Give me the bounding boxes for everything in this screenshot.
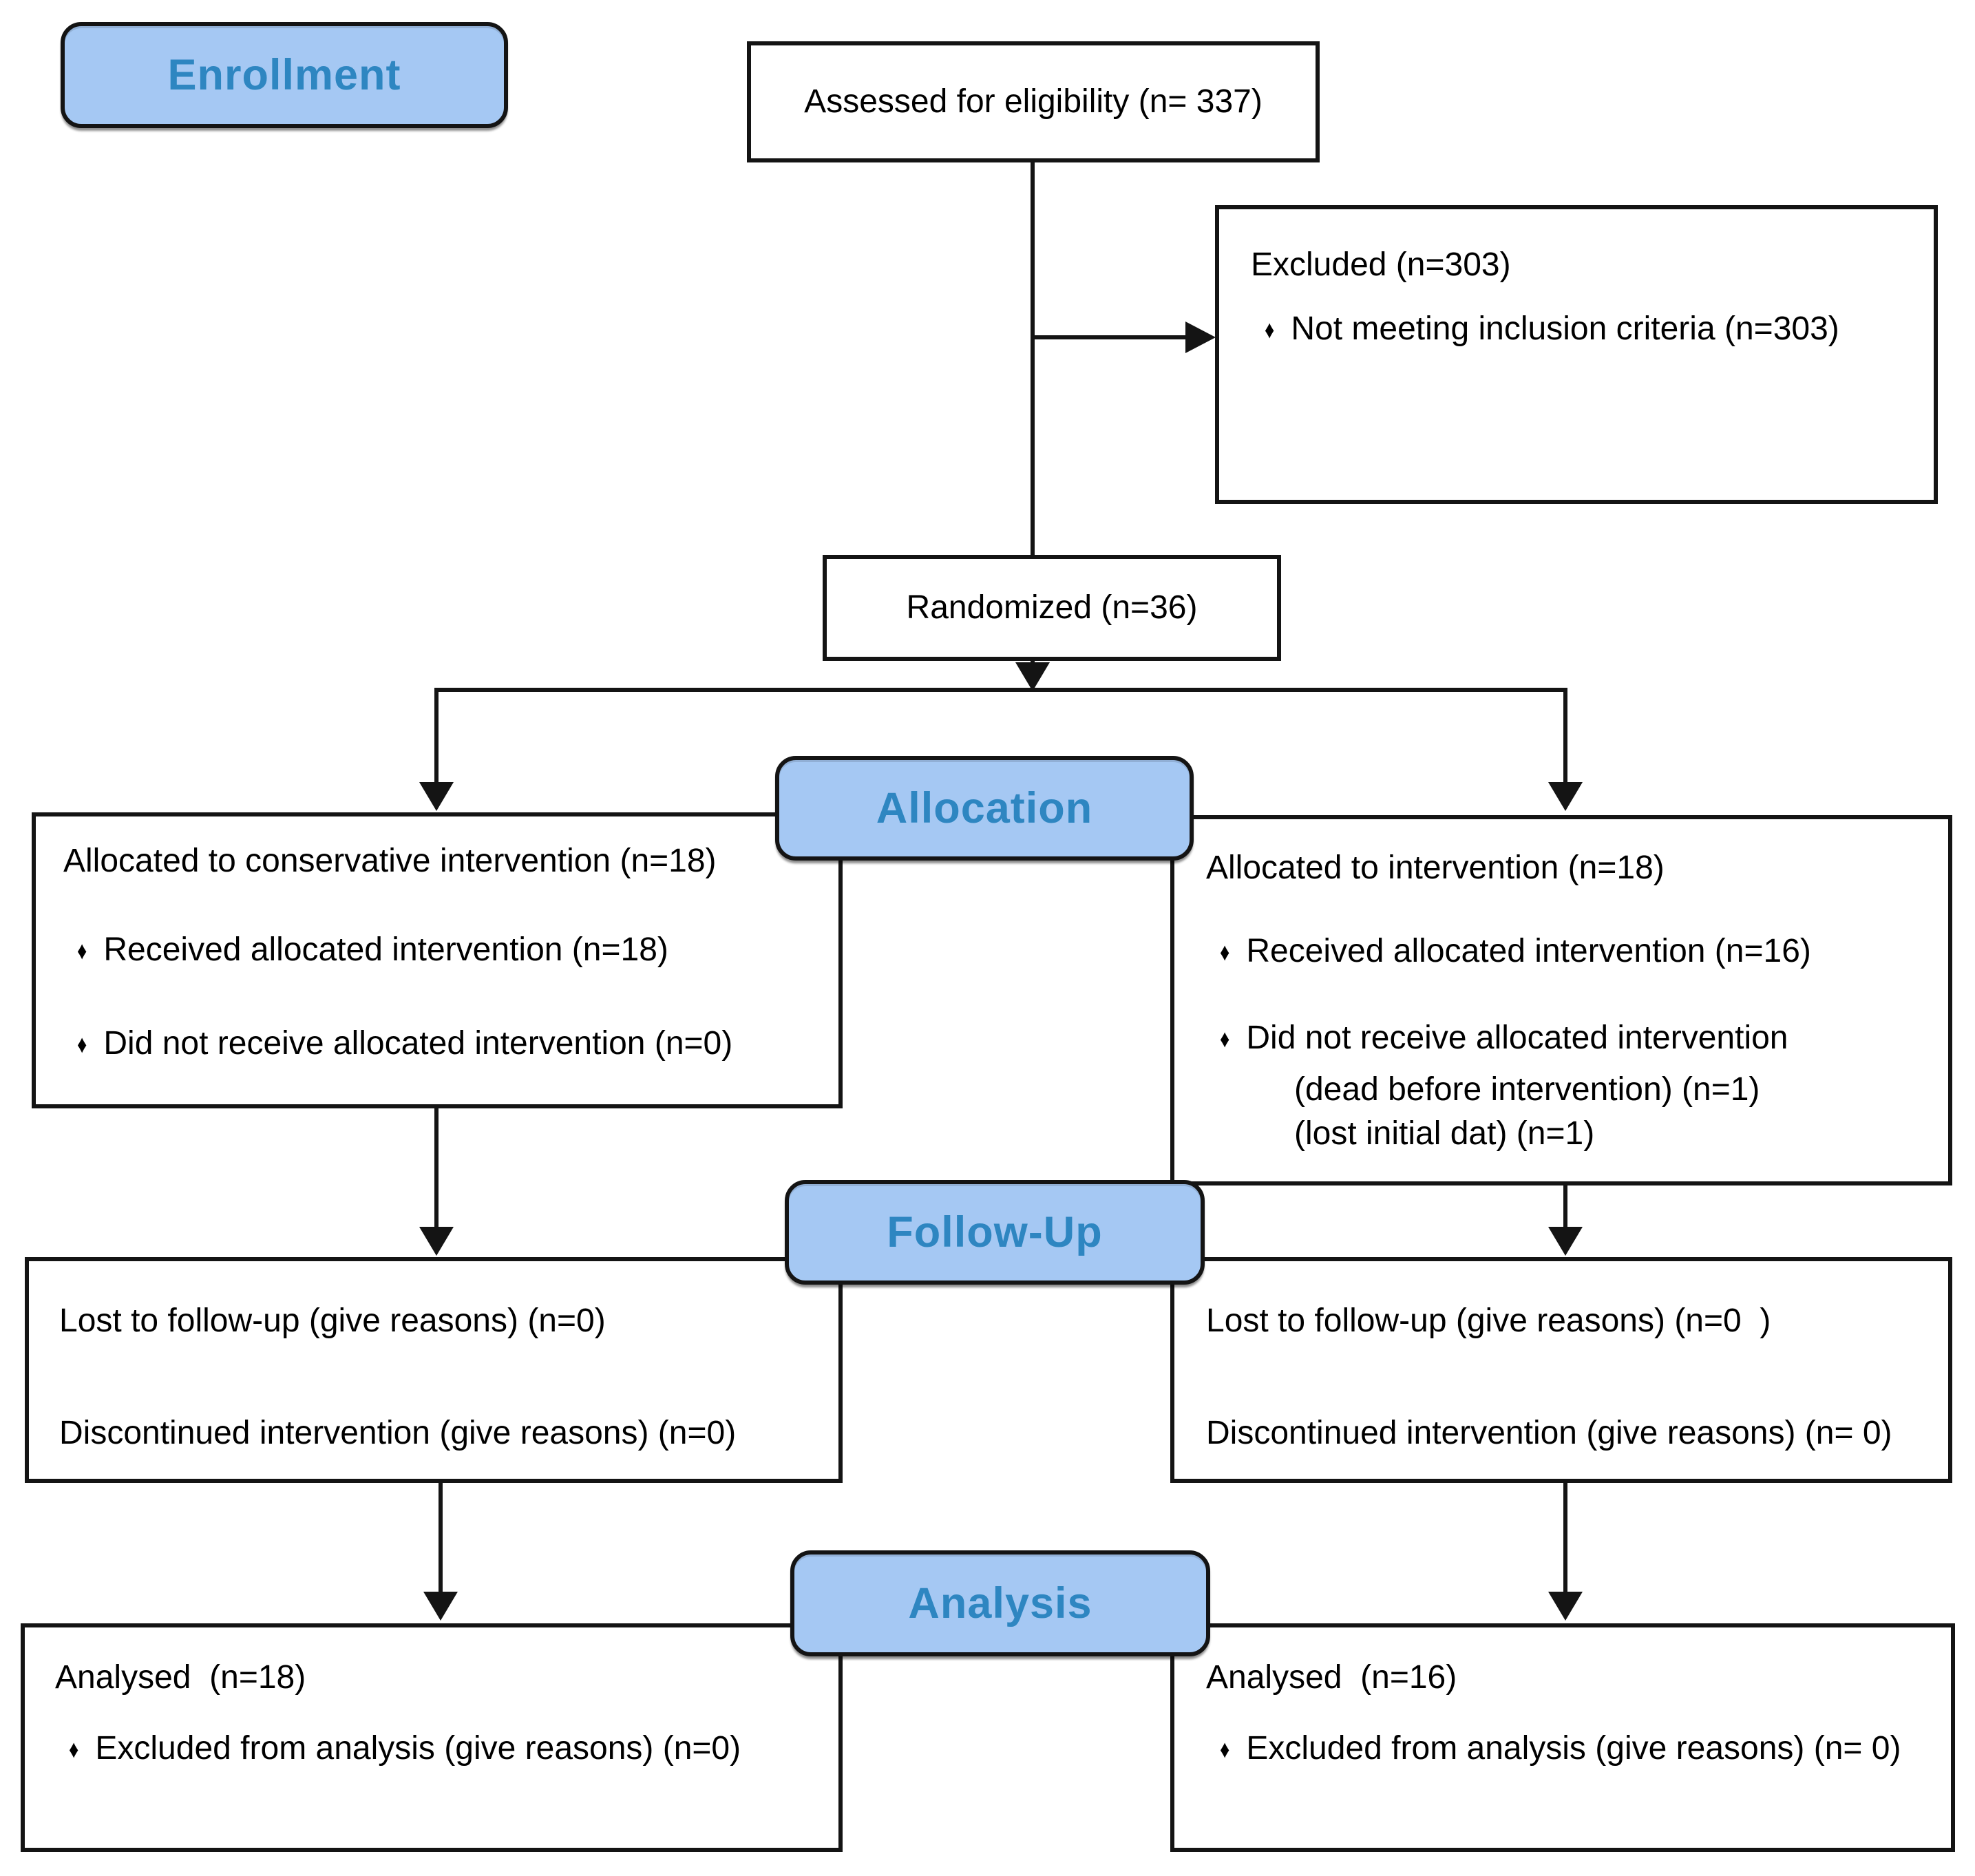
arrowhead-analysis-right-icon <box>1548 1592 1583 1621</box>
allocation-right-bullet-2: ♦ Did not receive allocated intervention <box>1206 1018 1932 1059</box>
allocation-left-bullet-2: ♦ Did not receive allocated intervention… <box>63 1024 822 1064</box>
bullet-diamond-icon: ♦ <box>1220 1024 1230 1053</box>
arrowhead-followup-right-icon <box>1548 1227 1583 1256</box>
bullet-diamond-icon: ♦ <box>1220 1734 1230 1763</box>
connector-branch-to-alloc-left <box>434 688 439 784</box>
allocation-right-bullet-2-text: Did not receive allocated intervention <box>1246 1020 1788 1057</box>
followup-right-line-1: Lost to follow-up (give reasons) (n=0 ) <box>1206 1303 1771 1339</box>
connector-assessed-to-randomized <box>1031 162 1035 556</box>
bullet-diamond-icon: ♦ <box>77 1030 87 1059</box>
followup-right-line-2: Discontinued intervention (give reasons)… <box>1206 1414 1892 1451</box>
analysis-right-box: Analysed (n=16) ♦ Excluded from analysis… <box>1170 1623 1955 1852</box>
bullet-diamond-icon: ♦ <box>1220 937 1230 966</box>
allocation-left-bullet-1: ♦ Received allocated intervention (n=18) <box>63 930 822 971</box>
connector-followup-to-analysis-left <box>439 1482 443 1594</box>
assessed-box: Assessed for eligibility (n= 337) <box>747 41 1320 162</box>
allocation-right-bullet-2-note-1: (dead before intervention) (n=1) <box>1294 1071 1760 1108</box>
randomized-text: Randomized (n=36) <box>906 589 1198 626</box>
arrowhead-followup-left-icon <box>419 1227 454 1256</box>
allocation-right-bullet-1-text: Received allocated intervention (n=16) <box>1246 932 1811 969</box>
allocation-left-bullet-2-text: Did not receive allocated intervention (… <box>103 1025 733 1062</box>
connector-branch-horizontal <box>434 688 1567 692</box>
excluded-bullet-1-text: Not meeting inclusion criteria (n=303) <box>1291 310 1839 347</box>
bullet-diamond-icon: ♦ <box>1265 315 1275 344</box>
arrowhead-excluded-icon <box>1185 322 1216 353</box>
arrowhead-alloc-left-icon <box>419 782 454 811</box>
stage-label-enrollment: Enrollment <box>61 22 508 128</box>
connector-alloc-to-followup-left <box>434 1107 439 1230</box>
connector-branch-to-alloc-right <box>1563 688 1567 784</box>
analysis-right-bullet-1: ♦ Excluded from analysis (give reasons) … <box>1206 1729 1934 1769</box>
assessed-text: Assessed for eligibility (n= 337) <box>804 83 1263 120</box>
followup-left-line-1: Lost to follow-up (give reasons) (n=0) <box>59 1303 606 1339</box>
stage-label-allocation: Allocation <box>775 756 1194 861</box>
analysis-right-title: Analysed (n=16) <box>1206 1659 1457 1696</box>
allocation-left-box: Allocated to conservative intervention (… <box>32 812 843 1108</box>
connector-to-excluded <box>1033 335 1187 339</box>
analysis-left-title: Analysed (n=18) <box>55 1659 306 1696</box>
connector-followup-to-analysis-right <box>1563 1482 1567 1594</box>
connector-alloc-to-followup-right <box>1563 1184 1567 1230</box>
randomized-box: Randomized (n=36) <box>823 555 1281 661</box>
allocation-right-title: Allocated to intervention (n=18) <box>1206 850 1665 886</box>
followup-right-box: Lost to follow-up (give reasons) (n=0 ) … <box>1170 1257 1952 1483</box>
excluded-box: Excluded (n=303) ♦ Not meeting inclusion… <box>1215 205 1938 504</box>
allocation-left-bullet-1-text: Received allocated intervention (n=18) <box>103 931 668 968</box>
analysis-left-bullet-1-text: Excluded from analysis (give reasons) (n… <box>95 1729 741 1767</box>
followup-left-box: Lost to follow-up (give reasons) (n=0) D… <box>25 1257 843 1483</box>
excluded-bullet-1: ♦ Not meeting inclusion criteria (n=303) <box>1251 309 1913 350</box>
analysis-left-bullet-1: ♦ Excluded from analysis (give reasons) … <box>55 1729 822 1769</box>
arrowhead-branch-icon <box>1015 662 1050 691</box>
allocation-left-title: Allocated to conservative intervention (… <box>63 843 717 879</box>
allocation-right-box: Allocated to intervention (n=18) ♦ Recei… <box>1170 815 1952 1185</box>
arrowhead-analysis-left-icon <box>423 1592 458 1621</box>
allocation-right-bullet-2-note-2: (lost initial dat) (n=1) <box>1294 1115 1595 1152</box>
stage-label-analysis: Analysis <box>790 1550 1210 1656</box>
allocation-right-bullet-1: ♦ Received allocated intervention (n=16) <box>1206 931 1932 972</box>
arrowhead-alloc-right-icon <box>1548 782 1583 811</box>
excluded-title: Excluded (n=303) <box>1251 246 1511 283</box>
followup-left-line-2: Discontinued intervention (give reasons)… <box>59 1414 737 1451</box>
analysis-left-box: Analysed (n=18) ♦ Excluded from analysis… <box>21 1623 843 1852</box>
bullet-diamond-icon: ♦ <box>77 936 87 965</box>
stage-label-followup: Follow-Up <box>785 1180 1205 1285</box>
analysis-right-bullet-1-text: Excluded from analysis (give reasons) (n… <box>1246 1729 1901 1767</box>
bullet-diamond-icon: ♦ <box>69 1734 79 1763</box>
